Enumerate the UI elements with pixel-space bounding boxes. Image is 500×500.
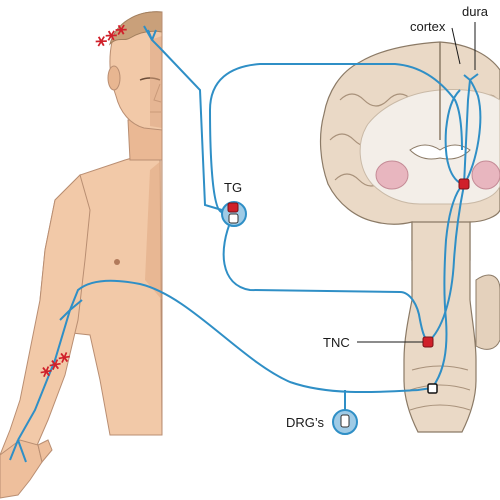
arm <box>0 174 91 486</box>
thalamus-to-cortex-fiber <box>463 79 482 186</box>
dura-branch <box>463 79 471 186</box>
cortex-leader-line <box>451 27 461 65</box>
tnc-to-thalamus-fiber <box>427 184 465 343</box>
tg-neuron-white <box>228 213 239 224</box>
hand <box>0 439 43 499</box>
cortex-label: cortex <box>410 19 446 34</box>
tg-neuron-red <box>227 202 239 213</box>
forehead-endings <box>143 25 157 41</box>
tg-label: TG <box>224 180 242 195</box>
brain-section <box>319 41 500 433</box>
ear <box>107 65 121 91</box>
torso-shadow <box>145 160 162 300</box>
spinal-ascending-fiber <box>431 187 461 389</box>
drg-label: DRG’s <box>286 415 325 430</box>
arm-endings <box>9 299 83 463</box>
basal-ganglia-left <box>375 160 409 190</box>
thalamus-neuron <box>458 178 470 190</box>
dura-to-tnc-fiber <box>222 217 429 343</box>
dorsal-root-ganglion <box>332 409 358 435</box>
tnc-label: TNC <box>323 335 350 350</box>
human-figure <box>0 11 163 499</box>
ventricles <box>409 144 471 160</box>
arm-sensory-fiber <box>17 279 433 441</box>
drg-neuron-white <box>340 414 350 428</box>
tg-to-dura-fiber <box>208 63 463 213</box>
nerve-pathways <box>9 25 482 463</box>
dura-label: dura <box>462 4 489 19</box>
brainstem-folds <box>409 365 471 411</box>
nipple <box>114 259 120 265</box>
thumb <box>37 439 53 464</box>
cerebellum <box>475 274 500 350</box>
gyri <box>329 93 499 187</box>
trigeminal-ganglion <box>221 201 247 227</box>
thalamus-to-cortex-fiber-2 <box>444 89 465 186</box>
dorsal-horn-neuron <box>427 383 438 394</box>
face-shadow <box>150 36 162 128</box>
basal-ganglia-right <box>471 160 500 190</box>
tnc-neuron <box>422 336 434 348</box>
